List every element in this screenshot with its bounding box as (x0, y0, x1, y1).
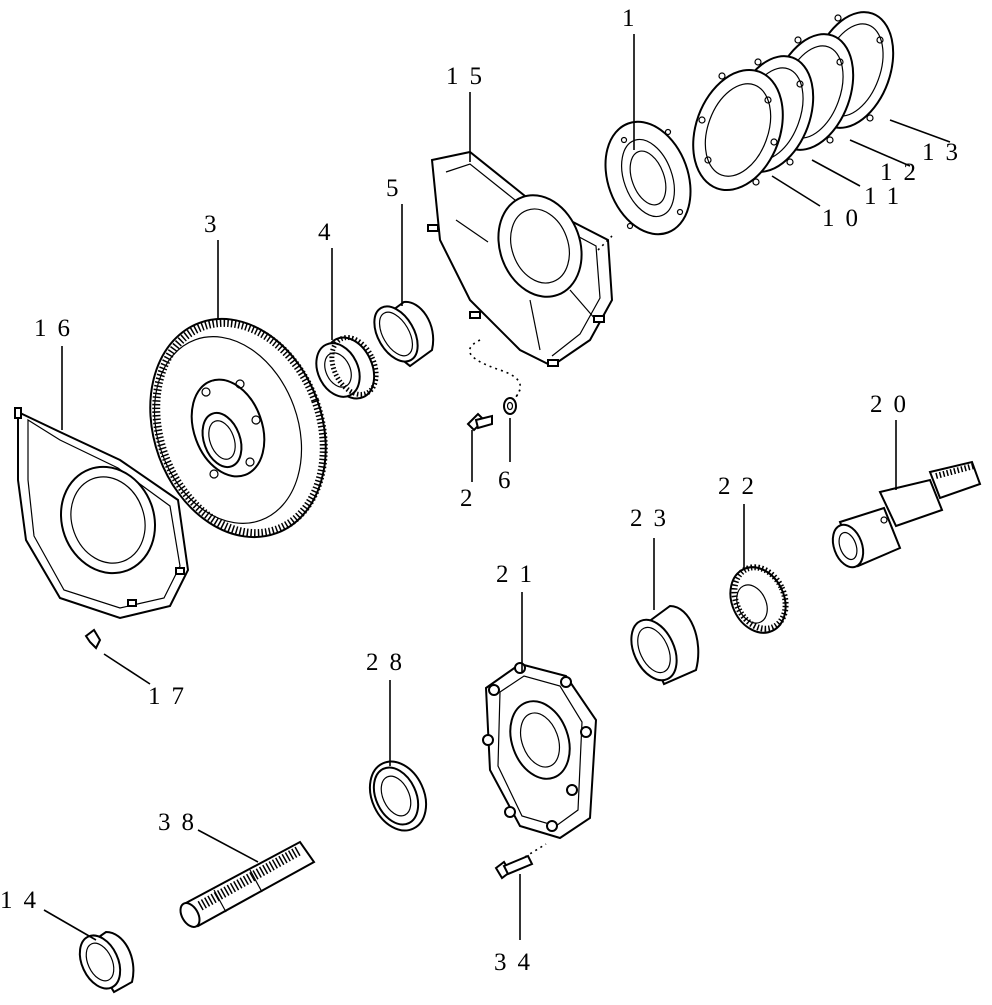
label-20: 20 (870, 391, 917, 418)
label-34: 34 (494, 949, 541, 976)
label-14: 14 (0, 887, 47, 914)
clip-17 (84, 628, 102, 650)
gasket-10 (692, 68, 784, 192)
label-1: 1 (622, 5, 646, 32)
cup-23 (630, 604, 700, 686)
bearing-22 (729, 564, 789, 634)
label-17: 17 (148, 683, 195, 710)
bolt-34 (494, 854, 534, 880)
label-38: 38 (158, 809, 205, 836)
washer-6 (503, 397, 517, 415)
label-6: 6 (498, 467, 522, 494)
label-28: 28 (366, 649, 413, 676)
label-13: 13 (922, 139, 969, 166)
label-15: 15 (446, 63, 493, 90)
label-21: 21 (496, 561, 543, 588)
shaft-38 (179, 840, 316, 928)
ring-5 (373, 300, 435, 368)
bolt-2 (466, 412, 493, 432)
seal-28 (368, 760, 428, 832)
leader-lines (43, 34, 951, 941)
flange-cover-1 (604, 120, 692, 236)
seal-14 (78, 930, 135, 994)
label-5: 5 (386, 175, 410, 202)
label-16: 16 (34, 315, 81, 342)
housing-plate-15 (427, 150, 614, 368)
label-2: 2 (460, 485, 484, 512)
label-12: 12 (880, 159, 927, 186)
assembly-line (519, 843, 547, 861)
label-11: 11 (864, 183, 910, 210)
label-3: 3 (204, 211, 228, 238)
label-22: 22 (718, 473, 765, 500)
assembly-line (468, 339, 522, 403)
shield-16 (14, 407, 190, 620)
shaft-20 (831, 460, 982, 569)
housing-21 (482, 662, 598, 840)
gear-3 (149, 317, 328, 539)
bearing-4 (315, 335, 379, 400)
label-4: 4 (318, 219, 342, 246)
label-10: 10 (822, 205, 869, 232)
label-23: 23 (630, 505, 677, 532)
